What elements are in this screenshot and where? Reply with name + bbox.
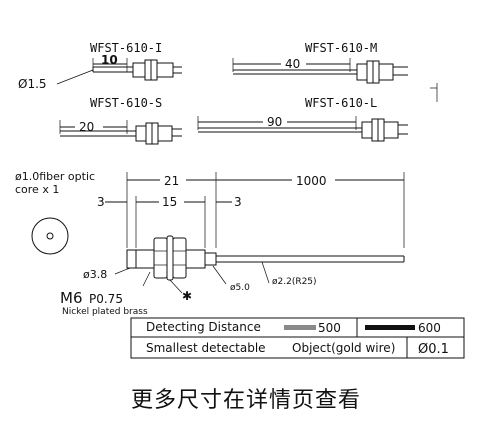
black-bar-swatch <box>365 325 415 330</box>
model-i-drawing: WFST-610-I 10 Ø1.5 <box>18 41 182 91</box>
fiber-note-line1: ø1.0fiber optic <box>15 170 95 183</box>
model-m-length: 40 <box>285 57 300 71</box>
table-row1-label: Detecting Distance <box>146 320 261 334</box>
dim-15: 15 <box>162 195 177 209</box>
table-val-500: 500 <box>318 321 341 335</box>
dim-d38: ø3.8 <box>83 268 107 281</box>
model-s-drawing: WFST-610-S 20 <box>59 96 182 145</box>
model-m-label: WFST-610-M <box>305 41 377 55</box>
model-i-length: 10 <box>101 53 118 67</box>
model-i-diameter: Ø1.5 <box>18 77 47 91</box>
thread-pitch: P0.75 <box>89 292 123 306</box>
table-row2-object: Object(gold wire) <box>292 341 395 355</box>
dim-3-right: 3 <box>234 195 242 209</box>
model-l-length: 90 <box>267 115 282 129</box>
model-i-label: WFST-610-I <box>90 41 162 55</box>
table-val-600: 600 <box>418 321 441 335</box>
hex-nut-symbol: ✱ <box>182 289 192 303</box>
model-l-drawing: WFST-610-L 90 <box>197 96 408 142</box>
dim-d50: ø5.0 <box>230 283 250 293</box>
model-l-label: WFST-610-L <box>305 96 377 110</box>
caption: 更多尺寸在详情页查看 <box>130 388 361 413</box>
model-m-drawing: WFST-610-M 40 <box>232 41 438 102</box>
thread-main: M6 <box>60 289 83 307</box>
table-row2-label: Smallest detectable <box>146 341 266 355</box>
model-s-length: 20 <box>79 120 94 134</box>
thread-material: Nickel plated brass <box>62 307 148 317</box>
dim-3-left: 3 <box>97 195 105 209</box>
main-dimensions: 21 1000 3 15 3 <box>97 172 405 248</box>
model-s-label: WFST-610-S <box>90 96 162 110</box>
leader-annotations: ø3.8 ✱ ø5.0 ø2.2(R25) M6 P0.75 Nickel pl… <box>60 261 317 317</box>
gray-bar-swatch <box>284 325 316 330</box>
dim-d22: ø2.2(R25) <box>272 277 317 287</box>
sensor-body <box>126 235 405 281</box>
fiber-note-line2: core x 1 <box>15 183 59 196</box>
dim-21: 21 <box>164 174 179 188</box>
fiber-end-view-icon <box>31 217 69 255</box>
table-row2-value: Ø0.1 <box>418 342 449 357</box>
spec-table: Detecting Distance 500 600 Smallest dete… <box>130 317 465 359</box>
dim-1000: 1000 <box>296 174 327 188</box>
